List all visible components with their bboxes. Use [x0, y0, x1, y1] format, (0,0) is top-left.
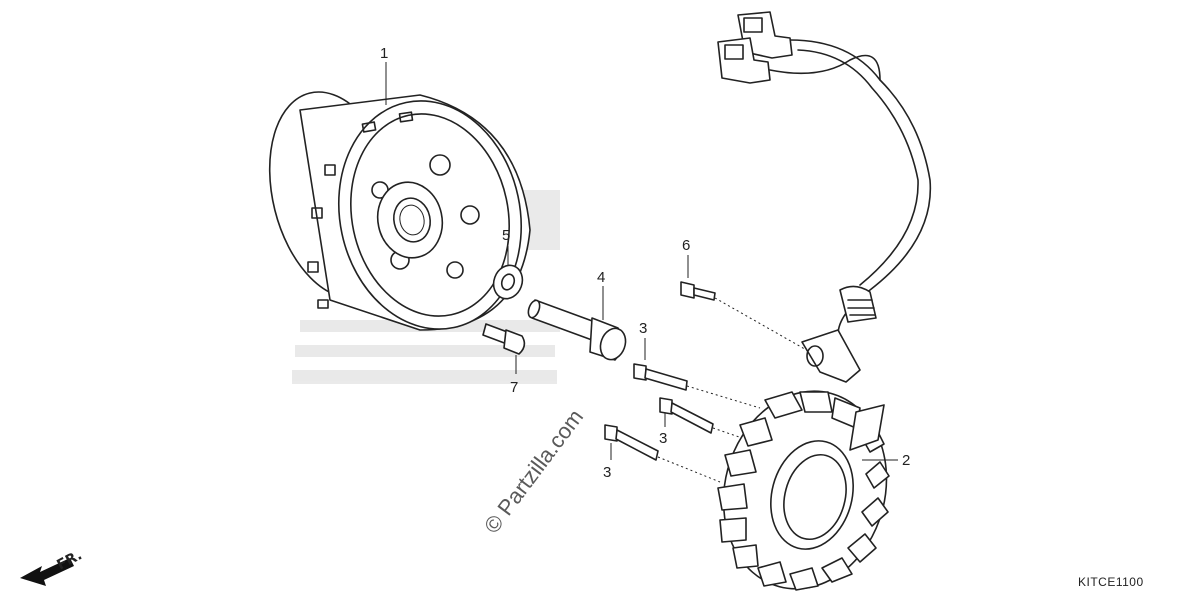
callout-1: 1 [380, 45, 388, 62]
assembly-line-6 [714, 297, 811, 353]
washer [492, 264, 524, 300]
callout-6: 6 [682, 237, 690, 254]
front-label: FR. [54, 547, 84, 573]
stator-teeth [717, 391, 890, 591]
flywheel [268, 91, 531, 331]
drum-slots [307, 111, 414, 309]
connector-lower [717, 37, 771, 84]
front-arrow-icon [20, 558, 74, 586]
small-bolt [482, 323, 526, 355]
callout-4: 4 [597, 269, 605, 286]
callout-2: 2 [902, 452, 910, 469]
callout-3b: 3 [659, 430, 667, 447]
callout-5: 5 [502, 227, 510, 244]
assembly-line-3a [686, 385, 761, 409]
stator-bolt-c [604, 424, 659, 461]
watermark-text: © Partzilla.com [479, 405, 588, 538]
callout-3a: 3 [639, 320, 647, 337]
assembly-line-3c [657, 456, 721, 483]
wire-harness [769, 39, 932, 346]
clamp-bolt [680, 281, 716, 301]
harness-clamp [801, 329, 861, 383]
flange-bolt [527, 299, 627, 361]
stator-bolt-a [633, 363, 688, 391]
callout-7: 7 [510, 379, 518, 396]
diagram-code: KITCE1100 [1078, 575, 1144, 589]
assembly-line-3b [712, 427, 743, 439]
stator-bolt-b [659, 397, 714, 434]
stator [717, 390, 890, 591]
callout-3c: 3 [603, 464, 611, 481]
